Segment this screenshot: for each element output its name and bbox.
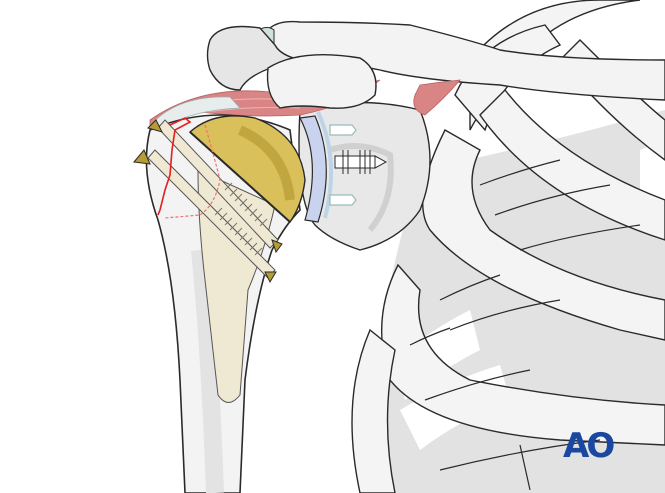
glenoid-component — [299, 111, 357, 223]
tuberosity-screws — [133, 119, 283, 284]
glenoid-peg-screw — [334, 150, 388, 174]
fracture-line — [157, 117, 221, 219]
coracoid-process — [266, 54, 377, 109]
rib-cage — [351, 0, 665, 493]
scapula — [298, 101, 431, 251]
acromion — [206, 25, 301, 91]
ao-logo: AO — [563, 426, 615, 466]
humeral-head-prosthesis — [188, 115, 306, 224]
